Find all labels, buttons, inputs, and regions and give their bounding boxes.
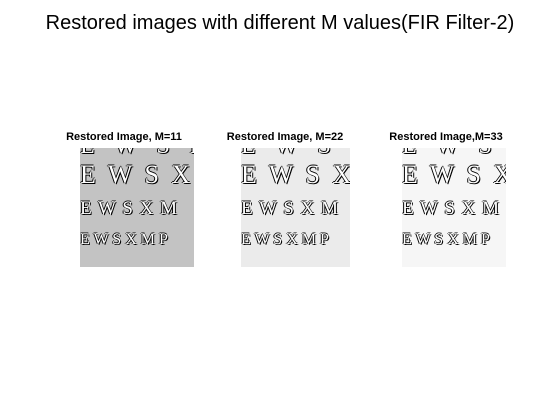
eye-chart-row-3: E W S X M — [241, 198, 340, 219]
eye-chart-row-2: E W S X — [80, 160, 194, 189]
eye-chart-row-4: E W S X M P — [80, 231, 168, 248]
panel-title-m11: Restored Image, M=11 — [66, 131, 182, 143]
panel-m22: Restored Image, M=22 E W S P E W S X E W… — [205, 130, 365, 270]
eye-chart-row-2: E W S X — [241, 160, 350, 189]
eye-chart-row-3: E W S X M — [402, 198, 501, 219]
eye-chart-row-4: E W S X M P — [241, 231, 329, 248]
panel-m11: Restored Image, M=11 E W S P E W S X E W… — [44, 130, 204, 270]
eye-chart-row-4: E W S X M P — [402, 231, 490, 248]
panel-title-m22: Restored Image, M=22 — [226, 131, 344, 143]
eye-chart-row-3: E W S X M — [80, 198, 179, 219]
restored-image-m22: E W S P E W S X E W S X M E W S X M P — [241, 148, 350, 267]
eye-chart-row-1: E W S P — [402, 148, 506, 158]
panel-title-m33: Restored Image,M=33 — [389, 131, 503, 143]
panel-m33: Restored Image,M=33 E W S P E W S X E W … — [366, 130, 526, 270]
restored-image-m33: E W S P E W S X E W S X M E W S X M P — [402, 148, 506, 267]
figure-title: Restored images with different M values(… — [45, 12, 515, 34]
eye-chart-row-2: E W S X — [402, 160, 506, 189]
eye-chart-row-1: E W S P — [241, 148, 350, 158]
eye-chart-row-1: E W S P — [80, 148, 194, 158]
restored-image-m11: E W S P E W S X E W S X M E W S X M P — [80, 148, 194, 267]
